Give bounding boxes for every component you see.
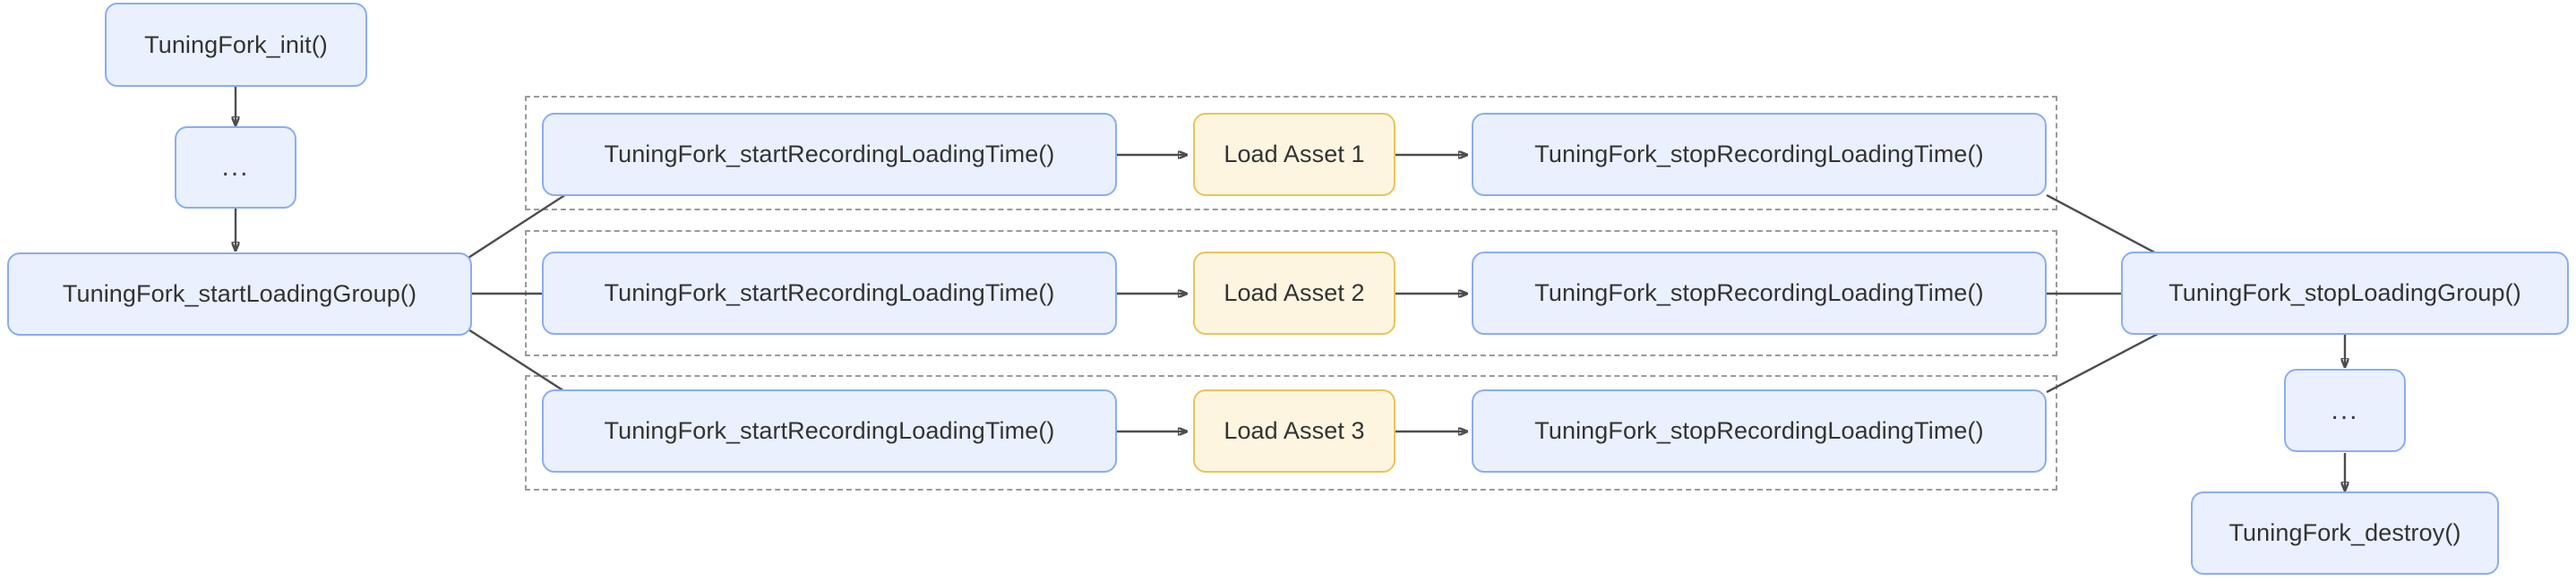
node-stop-recording-2[interactable]: TuningFork_stopRecordingLoadingTime()	[1472, 252, 2047, 335]
node-load-asset-3[interactable]: Load Asset 3	[1193, 389, 1395, 473]
node-load-asset-1[interactable]: Load Asset 1	[1193, 113, 1395, 196]
node-load-asset-2[interactable]: Load Asset 2	[1193, 252, 1395, 335]
node-stop-recording-1[interactable]: TuningFork_stopRecordingLoadingTime()	[1472, 113, 2047, 196]
node-start-recording-3[interactable]: TuningFork_startRecordingLoadingTime()	[542, 389, 1117, 473]
node-start-loading-group[interactable]: TuningFork_startLoadingGroup()	[7, 252, 472, 336]
group-box-1	[525, 96, 2057, 210]
node-tuningfork-destroy[interactable]: TuningFork_destroy()	[2191, 491, 2499, 575]
group-box-3	[525, 375, 2057, 491]
node-ellipsis-top[interactable]: ...	[175, 126, 296, 209]
node-start-recording-2[interactable]: TuningFork_startRecordingLoadingTime()	[542, 252, 1117, 335]
node-stop-recording-3[interactable]: TuningFork_stopRecordingLoadingTime()	[1472, 389, 2047, 473]
node-start-recording-1[interactable]: TuningFork_startRecordingLoadingTime()	[542, 113, 1117, 196]
node-tuningfork-init[interactable]: TuningFork_init()	[105, 3, 367, 87]
node-ellipsis-bottom[interactable]: ...	[2284, 369, 2406, 452]
node-stop-loading-group[interactable]: TuningFork_stopLoadingGroup()	[2121, 252, 2569, 335]
